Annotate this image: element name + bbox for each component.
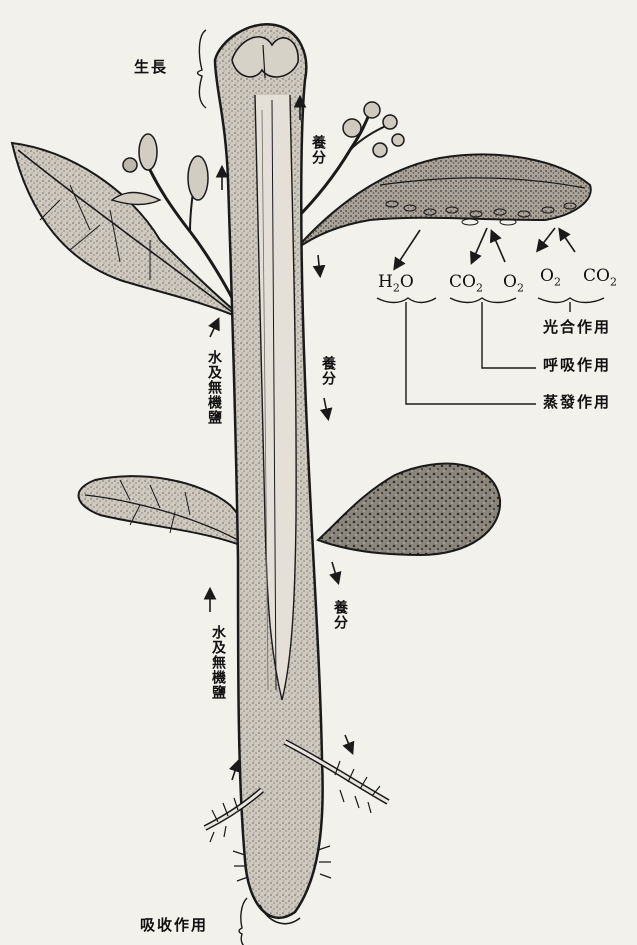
respiration-label: 呼吸作用 — [543, 354, 611, 375]
nutrients-flow-mid: 養分 — [318, 356, 338, 386]
nutrients-flow-top: 養分 — [308, 135, 328, 165]
o2-respiration-label: O2 — [503, 272, 524, 294]
growth-label: 生長 — [134, 56, 168, 77]
middle-right-leaf — [318, 464, 500, 555]
o2-photosynthesis-label: O2 — [540, 266, 561, 288]
main-stem — [215, 24, 323, 924]
co2-photosynthesis-label: CO2 — [583, 266, 617, 288]
nutrients-flow-low: 養分 — [330, 600, 350, 630]
gas-exchange-arrows — [395, 228, 575, 268]
transpiration-label: 蒸發作用 — [543, 391, 611, 412]
water-minerals-flow-upper: 水及無機鹽 — [204, 350, 224, 425]
water-minerals-flow-lower: 水及無機鹽 — [208, 625, 228, 700]
co2-respiration-label: CO2 — [449, 272, 483, 294]
photosynthesis-label: 光合作用 — [543, 316, 611, 337]
h2o-label: H2O — [378, 272, 414, 294]
middle-left-leaf — [79, 476, 245, 545]
absorption-label: 吸收作用 — [140, 914, 208, 935]
